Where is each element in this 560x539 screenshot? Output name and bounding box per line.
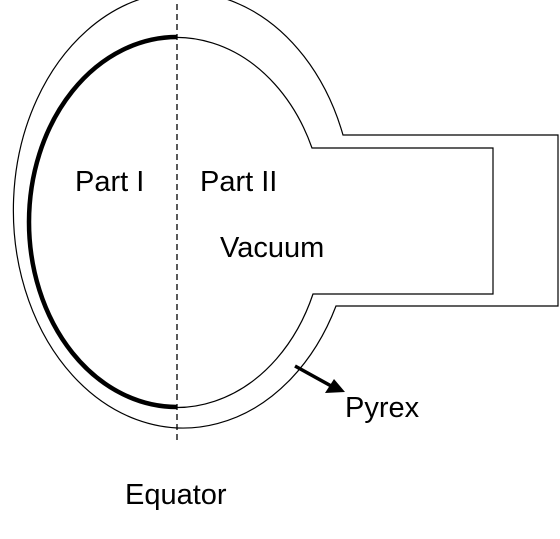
part-two-label: Part II: [200, 166, 277, 198]
part-one-hemisphere-arc: [26, 34, 178, 410]
part-one-label: Part I: [75, 166, 144, 198]
outer-glass-outline: [12, 0, 559, 429]
pyrex-arrow-head: [325, 379, 345, 393]
pyrex-arrow-shaft: [294, 364, 334, 389]
vacuum-label: Vacuum: [220, 232, 324, 264]
inner-glass-outline: [27, 36, 494, 409]
pyrex-label: Pyrex: [345, 392, 420, 424]
equator-label: Equator: [125, 479, 227, 511]
